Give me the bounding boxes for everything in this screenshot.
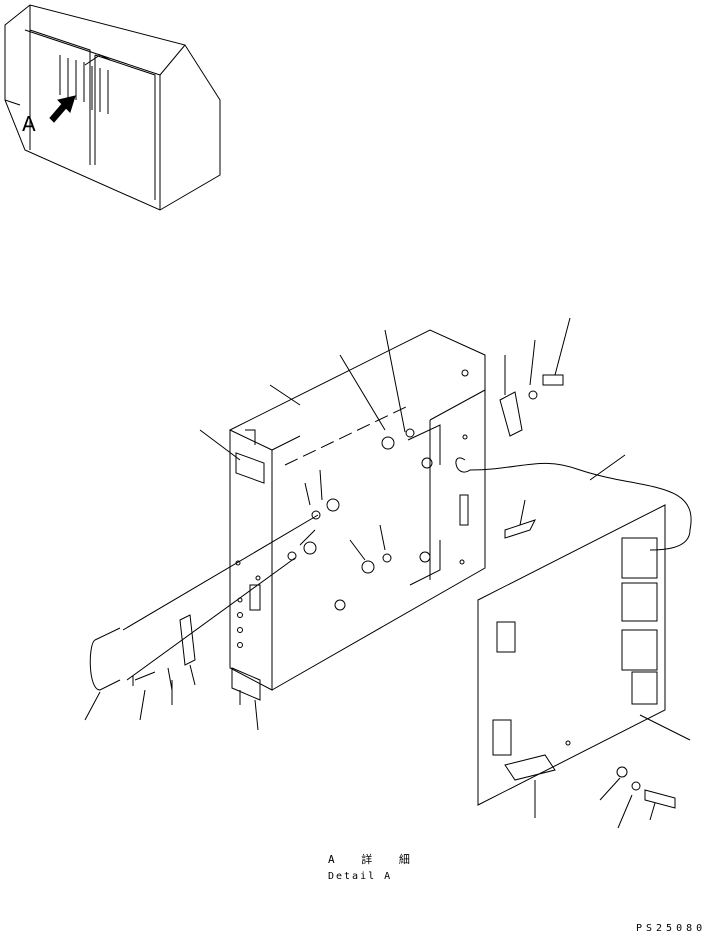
bracket-box [229, 329, 486, 705]
bracket-parts [455, 374, 692, 551]
detail-caption-en: Detail A [328, 871, 393, 882]
drawing-code: PS25080 [636, 923, 707, 934]
controller-board [477, 504, 676, 809]
arrow-icon [49, 95, 76, 123]
detail-caption-jp: A 詳 細 [328, 853, 420, 866]
view-label-a: A [22, 112, 36, 136]
handle-and-bolts [89, 514, 319, 691]
leader-lines [84, 317, 691, 829]
cab-overview [4, 4, 221, 211]
nuts [287, 428, 433, 611]
